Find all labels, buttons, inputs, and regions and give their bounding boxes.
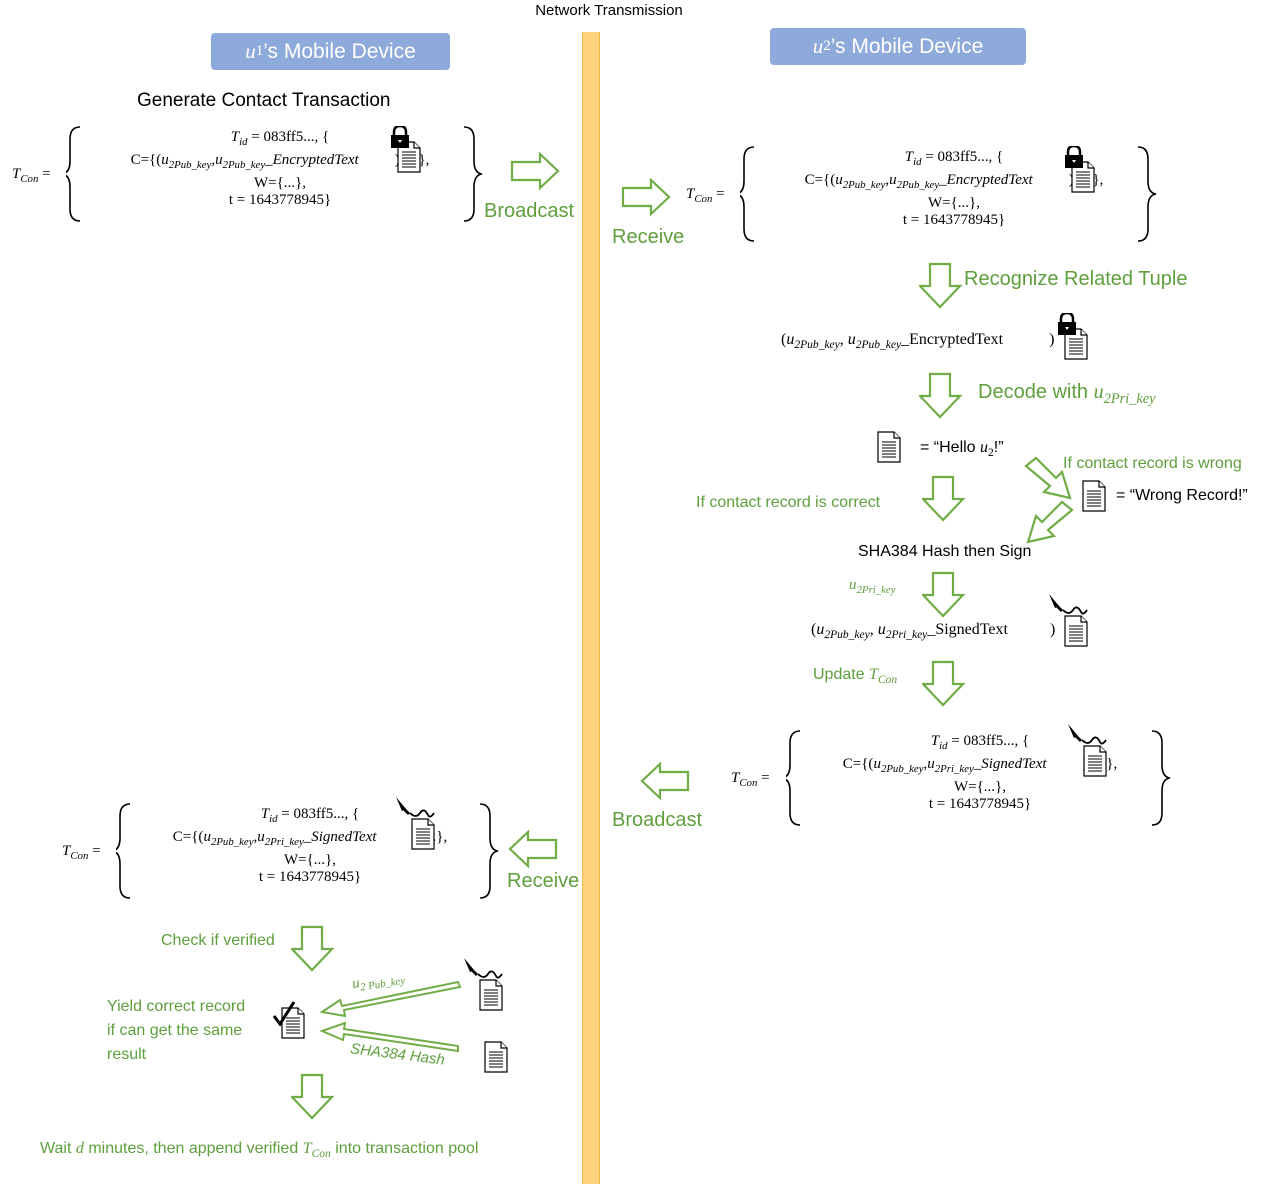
- locked-document-icon: [1057, 313, 1088, 360]
- receive-arrow-left-icon: [508, 830, 558, 869]
- locked-document-icon: [390, 126, 421, 173]
- down-arrow-icon: [922, 475, 966, 522]
- down-arrow-icon: [922, 571, 966, 618]
- document-icon: [484, 1041, 508, 1073]
- tcon-label-3: TCon =: [731, 770, 770, 789]
- receive-arrow-right-icon: [621, 178, 671, 217]
- tx3-braces: [786, 730, 1171, 826]
- tcon-label-4: TCon =: [62, 843, 101, 862]
- tcon-label-1: TCon =: [12, 166, 51, 185]
- network-title: Network Transmission: [535, 2, 683, 19]
- hello-text: = “Hello u2!”: [920, 439, 1004, 460]
- down-arrow-icon: [291, 1073, 335, 1120]
- tx1-braces: [66, 126, 483, 222]
- encrypted-tuple: (u2Pub_key, u2Pub_key_EncryptedText): [781, 331, 1055, 352]
- document-icon: [877, 431, 901, 463]
- signed-document-icon: [1068, 724, 1107, 777]
- u1-receive-label: Receive: [507, 870, 580, 892]
- tx3-content: Tid = 083ff5..., { C={(u2Pub_key,u2Pri_k…: [842, 733, 1117, 812]
- down-arrow-icon: [919, 262, 963, 309]
- u2-broadcast-label: Broadcast: [612, 809, 703, 831]
- broadcast-arrow-left-icon: [640, 762, 690, 801]
- signed-document-icon: [464, 958, 503, 1011]
- u1-broadcast-label: Broadcast: [484, 200, 575, 222]
- check-label: Check if verified: [161, 932, 275, 949]
- update-label: Update TCon: [813, 666, 898, 687]
- diagonal-arrow-icon: [1026, 500, 1074, 544]
- document-icon: [1082, 480, 1106, 512]
- correct-branch-label: If contact record is correct: [696, 494, 881, 511]
- signed-document-icon: [1049, 594, 1088, 647]
- wait-label: Wait d minutes, then append verified TCo…: [40, 1140, 479, 1161]
- tx2-braces: [740, 146, 1157, 242]
- wrong-branch-label: If contact record is wrong: [1063, 455, 1242, 472]
- diagonal-arrow-icon: [1024, 456, 1072, 500]
- pubkey-arrow-icon: [319, 980, 462, 1018]
- sha-arrow-icon: [319, 1021, 459, 1053]
- recognize-label: Recognize Related Tuple: [964, 268, 1188, 290]
- prikey-label: u2Pri_key: [849, 577, 896, 596]
- network-transmission-bar: [582, 32, 600, 1184]
- wrong-record-text: = “Wrong Record!”: [1116, 487, 1248, 504]
- decode-label: Decode with u2Pri_key: [978, 381, 1156, 408]
- tx4-braces: [116, 803, 499, 899]
- checked-document-icon: [272, 1001, 305, 1039]
- generate-title: Generate Contact Transaction: [137, 90, 391, 111]
- broadcast-arrow-right-icon: [510, 152, 560, 191]
- signed-tuple: (u2Pub_key, u2Pri_key_SignedText): [811, 621, 1056, 642]
- sha-sign-label: SHA384 Hash then Sign: [858, 543, 1032, 560]
- down-arrow-icon: [922, 660, 966, 707]
- u2-receive-label: Receive: [612, 226, 685, 248]
- yield-label: Yield correct record if can get the same…: [107, 998, 246, 1063]
- down-arrow-icon: [291, 925, 335, 972]
- tcon-label-2: TCon =: [686, 186, 725, 205]
- locked-document-icon: [1064, 146, 1095, 193]
- signed-document-icon: [396, 797, 435, 850]
- down-arrow-icon: [919, 372, 963, 419]
